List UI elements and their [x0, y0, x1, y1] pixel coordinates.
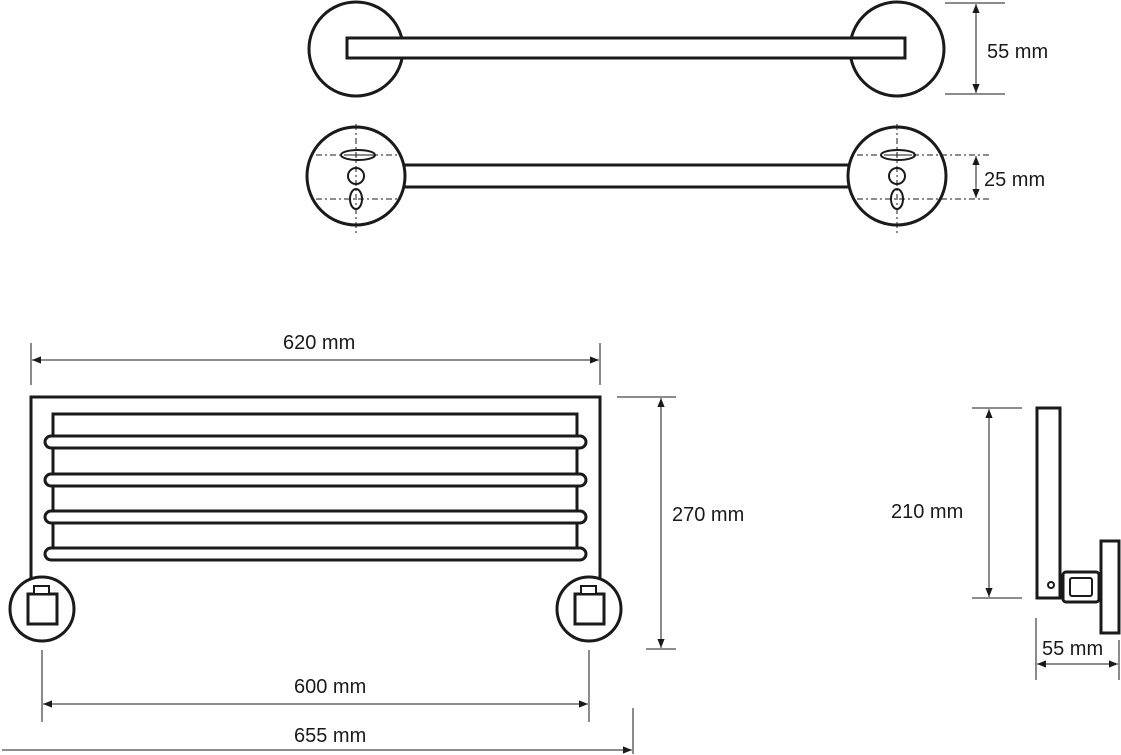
side-height-label: 210 mm [891, 501, 964, 523]
top-depth-dimension [945, 2, 1005, 95]
total-length-dimension [2, 708, 634, 754]
mount-spacing-label: 600 mm [294, 676, 367, 698]
side-height-dimension [972, 407, 1022, 599]
side-depth-dimension [1035, 618, 1120, 680]
shelf-rod-1 [43, 434, 588, 450]
mounting-view [305, 124, 990, 236]
side-view [1035, 406, 1121, 635]
left-screw-holes [316, 124, 398, 236]
top-view [307, 0, 946, 98]
top-bar [345, 36, 907, 60]
mounting-bar [396, 163, 860, 189]
shelf-rod-2 [43, 472, 588, 488]
shelf-rod-4 [43, 546, 588, 562]
mount-spacing-dimension [41, 650, 590, 722]
right-screw-holes [857, 124, 990, 236]
side-wall-plate [1099, 539, 1121, 635]
left-base-block [26, 592, 59, 626]
right-base-block [573, 592, 606, 626]
side-shelf-profile [1035, 406, 1062, 600]
hole-spacing-label: 25 mm [984, 169, 1046, 191]
side-screw [1047, 581, 1055, 589]
side-depth-label: 55 mm [1042, 638, 1104, 660]
top-depth-label: 55 mm [987, 41, 1049, 63]
shelf-rod-3 [43, 509, 588, 525]
height-dimension [617, 396, 676, 650]
total-length-label: 655 mm [294, 725, 367, 747]
overall-width-label: 620 mm [283, 332, 356, 354]
front-elevation [8, 395, 623, 643]
overall-height-label: 270 mm [672, 504, 745, 526]
width-dimension [30, 343, 601, 385]
